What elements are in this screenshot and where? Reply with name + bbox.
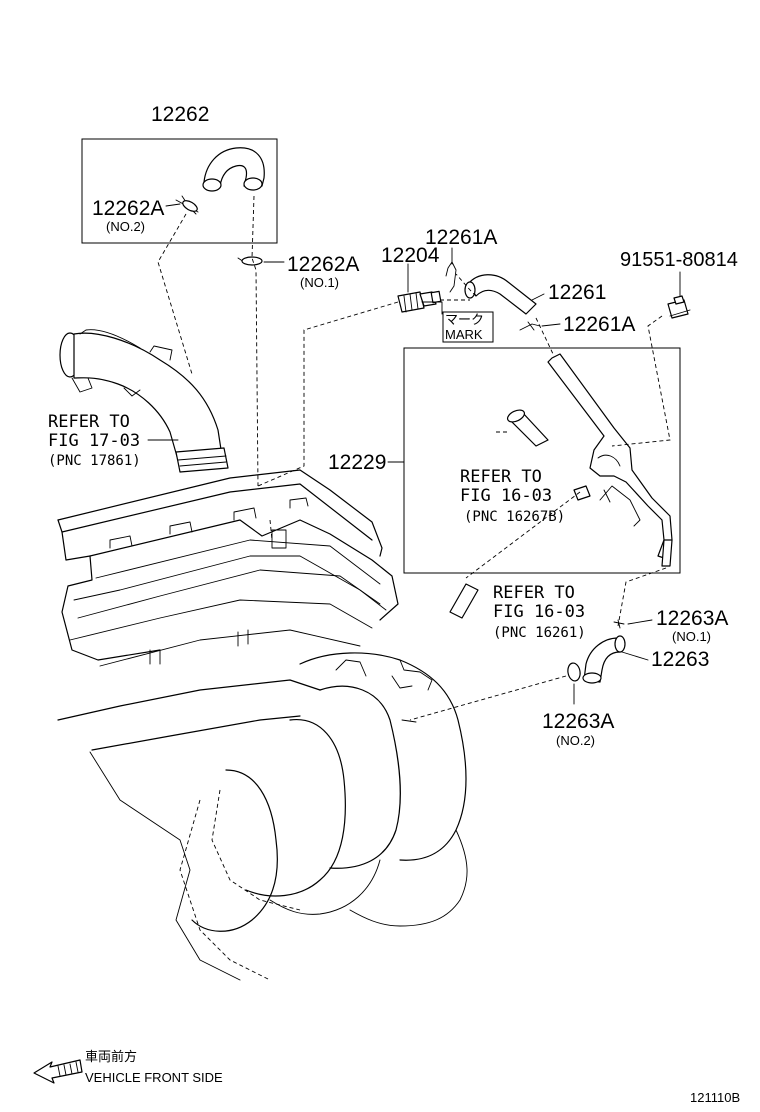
- label-12263a-no2: 12263A: [542, 710, 614, 733]
- clamp-12261a-top: [445, 261, 457, 293]
- ref-2-line-2: FIG 16-03: [460, 486, 552, 506]
- part-12229-frame: [403, 347, 681, 574]
- hose-12262-group: [81, 138, 278, 266]
- label-no2-b: (NO.2): [556, 733, 595, 748]
- ref-1-line-1: REFER TO: [48, 412, 130, 432]
- label-12261: 12261: [548, 281, 606, 304]
- label-12262a-no2: 12262A: [92, 197, 164, 220]
- ref-1-line-2: FIG 17-03: [48, 431, 140, 451]
- label-91551-80814: 91551-80814: [620, 249, 738, 271]
- label-no1-a: (NO.1): [300, 275, 339, 290]
- front-arrow-icon: [33, 1059, 83, 1084]
- front-label-en: VEHICLE FRONT SIDE: [85, 1070, 223, 1085]
- label-12262: 12262: [151, 103, 209, 126]
- pipe-12229-group: [403, 347, 681, 619]
- label-12262a-no1: 12262A: [287, 253, 359, 276]
- clamp-12263a-no1: [613, 619, 625, 629]
- ref-3-line-2: FIG 16-03: [493, 602, 585, 622]
- label-12204: 12204: [381, 244, 440, 267]
- label-12229: 12229: [328, 451, 386, 474]
- ref-2-line-1: REFER TO: [460, 467, 542, 487]
- hose-12261: [445, 261, 541, 331]
- hose-12263: [567, 619, 626, 684]
- ref-3-line-3: (PNC 16261): [493, 625, 586, 641]
- bolt-91551-80814: [667, 295, 691, 319]
- reference-fig-16-03-a[interactable]: REFER TO FIG 16-03 (PNC 16267B): [460, 467, 565, 525]
- clamp-12263a-no2: [567, 662, 581, 682]
- label-12263: 12263: [651, 648, 709, 671]
- ref-1-line-3: (PNC 17861): [48, 453, 141, 469]
- ref-3-line-1: REFER TO: [493, 583, 575, 603]
- mark-callout-frame: [442, 311, 494, 343]
- assembly-lines: [157, 195, 671, 721]
- mark-label-en: MARK: [445, 327, 483, 342]
- engine-assembly: [57, 469, 468, 981]
- leader-lines: [147, 203, 681, 705]
- label-no2-a: (NO.2): [106, 219, 145, 234]
- clamp-12261a-mid: [519, 321, 541, 331]
- label-no1-b: (NO.1): [672, 629, 711, 644]
- label-12261a-top: 12261A: [425, 226, 497, 249]
- mark-label-jp: マーク: [445, 312, 484, 327]
- air-intake-connector: [59, 329, 229, 473]
- front-label-jp: 車両前方: [85, 1049, 137, 1064]
- part-12262-frame: [81, 138, 278, 244]
- label-12263a-no1: 12263A: [656, 607, 728, 630]
- ref-2-line-3: (PNC 16267B): [464, 509, 565, 525]
- reference-fig-16-03-b[interactable]: REFER TO FIG 16-03 (PNC 16261): [493, 583, 586, 641]
- reference-fig-17-03[interactable]: REFER TO FIG 17-03 (PNC 17861): [48, 412, 141, 469]
- vehicle-front-indicator: 車両前方 VEHICLE FRONT SIDE: [33, 1049, 223, 1085]
- label-12261a-mid: 12261A: [563, 313, 635, 336]
- figure-code: 121110B: [690, 1090, 740, 1105]
